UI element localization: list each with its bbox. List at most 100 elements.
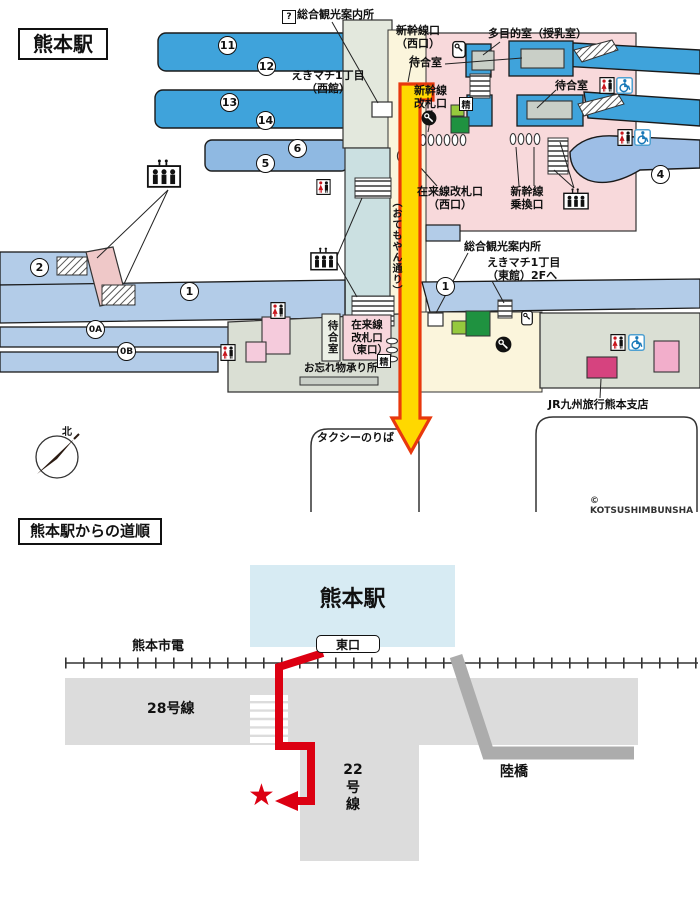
- stairs-to-2f: [497, 299, 513, 319]
- platform-band-1-east: [421, 278, 700, 313]
- elevator-green-dark: [465, 310, 491, 337]
- platform-band-0b: [0, 351, 219, 373]
- compass-north-label: 北: [62, 427, 72, 438]
- platform-number-0a: 0A: [86, 320, 105, 339]
- lost-and-found-counter: [299, 376, 379, 386]
- shinkansen-exit-label: 新幹線口 （西口）: [396, 24, 440, 51]
- platform-band-5-6: [204, 139, 349, 172]
- toilet-icon: [220, 344, 236, 361]
- tram-line-label: 熊本市電: [132, 639, 185, 654]
- toilet-icon: [610, 334, 626, 351]
- copyright-label: © KOTSUSHIMBUNSHA: [590, 496, 694, 516]
- platform-band-1-west: [0, 279, 346, 324]
- shinkansen-transfer-label: 新幹線 乗換口: [510, 185, 544, 212]
- tourist-info-center-label: 総合観光案内所: [464, 240, 541, 253]
- map-title: 熊本駅: [18, 28, 108, 60]
- coin-locker-icon: [421, 110, 437, 126]
- route-map-graphic: [65, 565, 698, 861]
- platform-band-11-12: [157, 32, 351, 72]
- shinkansen-gate-label: 新幹線 改札口: [414, 84, 447, 111]
- otemoyan-street-label: （おてもやん通り）: [390, 197, 401, 296]
- station-map-graphic: [0, 19, 700, 512]
- multipurpose-room-label: 多目的室（授乳室）: [488, 27, 587, 40]
- taxi-stand-label: タクシーのりば: [317, 431, 394, 444]
- waiting-room-top-label: 待合室: [409, 56, 442, 69]
- toilet-icon: [270, 302, 286, 319]
- wheelchair-icon: [616, 77, 633, 94]
- platform-number-2: 2: [30, 258, 49, 277]
- wheelchair-icon: [628, 334, 645, 351]
- east-gate-box: [342, 314, 392, 361]
- toilet-icon: [316, 179, 331, 195]
- road-22-label: 22 号 線: [343, 762, 363, 813]
- platform-number-1-west: 1: [180, 282, 199, 301]
- escalator-icon: [146, 158, 182, 188]
- wheelchair-icon: [634, 129, 651, 146]
- overpass-label: 陸橋: [500, 764, 528, 780]
- jr-travel-branch-label: JR九州旅行熊本支店: [548, 398, 649, 411]
- platform-number-1-east: 1: [436, 277, 455, 296]
- escalator-icon: [310, 246, 338, 271]
- platform-number-4: 4: [651, 165, 670, 184]
- stairs: [547, 137, 569, 175]
- jr-travel-branch-office: [586, 356, 618, 379]
- platform-band-13-14: [154, 89, 351, 129]
- conventional-gate-west-label: 在来線改札口 （西口）: [417, 185, 483, 212]
- transfer-gate-lanes: [509, 132, 541, 146]
- toilet-icon: [599, 77, 615, 94]
- walking-route-line: [275, 649, 325, 805]
- platform-number-6: 6: [288, 139, 307, 158]
- escalator-ramp: [577, 93, 625, 117]
- waiting-room-right-label: 待合室: [555, 79, 588, 92]
- station-block: [250, 565, 455, 647]
- stairs: [469, 73, 491, 99]
- shinkansen-gate-lanes: [419, 133, 467, 147]
- road-28: [65, 678, 638, 745]
- pink-room: [245, 341, 267, 363]
- route-map-title: 熊本駅からの道順: [18, 518, 163, 545]
- lost-and-found-label: お忘れ物承り所: [304, 362, 378, 374]
- waiting-room-east-box: [321, 313, 341, 362]
- pink-room: [653, 340, 680, 373]
- overpass-shape: [449, 653, 634, 760]
- highlighted-route-arrow: [389, 82, 435, 456]
- platform-number-11: 11: [218, 36, 237, 55]
- coin-locker-icon: [521, 310, 533, 326]
- bridge-stairs: [56, 256, 88, 276]
- tourist-info-booth-center: [427, 312, 444, 327]
- platform-number-0b: 0B: [117, 342, 136, 361]
- fare-adjust-icon: 精: [459, 97, 473, 111]
- platform-number-12: 12: [257, 57, 276, 76]
- compass-icon: [35, 433, 80, 479]
- platform-number-13: 13: [220, 93, 239, 112]
- road-22: [300, 745, 419, 861]
- conventional-gate-east-label: 在来線 改札口 （東口）: [346, 319, 388, 357]
- waiting-room-box-right: [526, 100, 573, 120]
- tourist-info-booth-west: [371, 101, 393, 118]
- road-28-label: 28号線: [147, 701, 195, 717]
- bridge-stairs: [101, 284, 136, 306]
- walking-route-arrowhead: [275, 791, 298, 811]
- waiting-room-box-top: [520, 48, 565, 69]
- toilet-icon: [617, 129, 633, 146]
- east-exit-badge: 東口: [316, 635, 380, 653]
- corridor-stairs-top: [354, 177, 392, 199]
- platform-number-14: 14: [256, 111, 275, 130]
- tourist-info-top-label: ?総合観光案内所: [282, 8, 374, 25]
- curb-outline: [535, 416, 698, 512]
- info-icon: ?: [282, 10, 296, 25]
- ekimachi-west-label: えきマチ1丁目 （西館）: [291, 69, 365, 96]
- escalator-ramp: [573, 39, 619, 63]
- ekimachi-east-label: えきマチ1丁目 （東館）2Fへ: [487, 256, 561, 283]
- escalator-icon: [563, 186, 589, 211]
- walking-route-map: 熊本駅からの道順 熊本駅 東口 熊本市電 28号線 22 号 線 陸橋 ★: [0, 515, 700, 900]
- station-name-label: 熊本駅: [319, 587, 386, 612]
- fare-adjust-icon: 精: [377, 354, 391, 368]
- pink-room: [261, 316, 291, 355]
- coin-locker-icon: [452, 40, 466, 59]
- destination-star: ★: [248, 778, 275, 813]
- elevator-green-dark: [450, 116, 470, 134]
- platform-number-5: 5: [256, 154, 275, 173]
- waiting-room-east-label: 待合室: [326, 320, 339, 355]
